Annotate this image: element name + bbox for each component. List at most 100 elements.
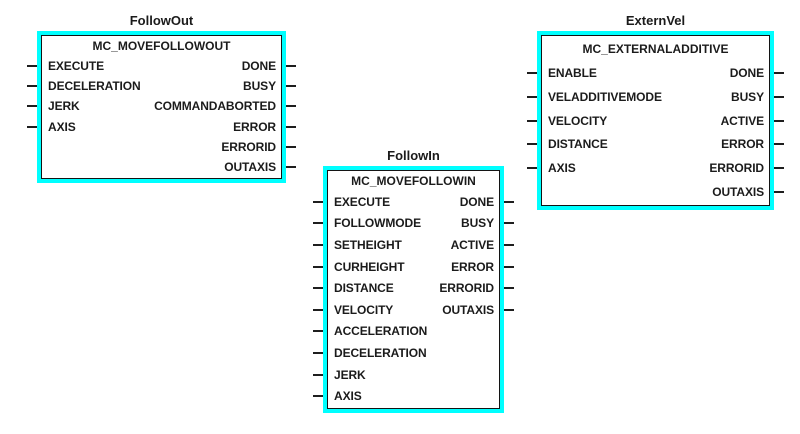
input-label: ENABLE	[548, 65, 597, 80]
input-pin[interactable]	[527, 71, 537, 74]
block-type-name: MC_EXTERNALADDITIVE	[582, 41, 729, 56]
output-pin[interactable]	[286, 125, 296, 128]
input-pin[interactable]	[313, 330, 323, 333]
input-label: DECELERATION	[334, 345, 427, 360]
pin-row: ERRORID	[42, 137, 296, 157]
input-label: SETHEIGHT	[334, 237, 402, 252]
input-pin[interactable]	[313, 243, 323, 246]
output-pin[interactable]	[286, 145, 296, 148]
input-pin[interactable]	[313, 200, 323, 203]
input-pin[interactable]	[527, 167, 537, 170]
pin-row: FOLLOWMODE BUSY	[313, 213, 514, 235]
block-instance-name[interactable]: FollowOut	[129, 13, 194, 28]
input-label: AXIS	[334, 389, 362, 404]
pin-row: OUTAXIS	[542, 180, 784, 204]
output-label: ERROR	[451, 259, 494, 274]
input-pin[interactable]	[27, 85, 37, 88]
output-label: ERRORID	[439, 281, 494, 296]
pin-row: ACCELERATION	[313, 321, 499, 343]
output-label: DONE	[729, 65, 764, 80]
block-body[interactable]: MC_EXTERNALADDITIVE ENABLE DONE VELADDITIV…	[527, 31, 784, 210]
output-pin[interactable]	[504, 287, 514, 290]
output-pin[interactable]	[504, 200, 514, 203]
input-pin[interactable]	[313, 222, 323, 225]
output-label: DONE	[241, 59, 276, 74]
output-label: ERRORID	[221, 139, 276, 154]
input-pin[interactable]	[527, 143, 537, 146]
output-label: ACTIVE	[720, 113, 765, 128]
output-label: OUTAXIS	[224, 159, 276, 174]
input-pin[interactable]	[313, 351, 323, 354]
output-pin[interactable]	[774, 119, 784, 122]
output-pin[interactable]	[286, 165, 296, 168]
input-pin[interactable]	[527, 95, 537, 98]
pin-row: VELADDITIVEMODE BUSY	[527, 85, 784, 109]
input-pin[interactable]	[313, 308, 323, 311]
input-label: VELADDITIVEMODE	[548, 89, 662, 104]
output-pin[interactable]	[774, 191, 784, 194]
output-pin[interactable]	[774, 143, 784, 146]
output-pin[interactable]	[504, 308, 514, 311]
pin-row: ENABLE DONE	[527, 61, 784, 85]
block-pin-rows: ENABLE DONE VELADDITIVEMODE BUSY VELOCITY ACT…	[527, 61, 784, 204]
input-pin[interactable]	[527, 119, 537, 122]
output-label: ERROR	[721, 137, 764, 152]
output-label: ACTIVE	[450, 237, 495, 252]
block-frame: MC_EXTERNALADDITIVE ENABLE DONE VELADDITIV…	[527, 35, 784, 206]
output-label: BUSY	[461, 216, 494, 231]
output-label: ERRORID	[709, 161, 764, 176]
output-pin[interactable]	[504, 265, 514, 268]
input-label: DISTANCE	[548, 137, 608, 152]
function-block-externvel[interactable]: ExternVel MC_EXTERNALADDITIVE ENABLE DONE…	[527, 10, 784, 210]
input-label: JERK	[48, 99, 80, 114]
output-pin[interactable]	[286, 85, 296, 88]
input-pin[interactable]	[27, 125, 37, 128]
output-label: OUTAXIS	[712, 185, 764, 200]
block-instance-name[interactable]: ExternVel	[625, 13, 686, 28]
pin-row: VELOCITY OUTAXIS	[313, 299, 514, 321]
block-instance-name[interactable]: FollowIn	[387, 148, 440, 163]
input-pin[interactable]	[313, 265, 323, 268]
output-pin[interactable]	[286, 65, 296, 68]
input-label: VELOCITY	[334, 302, 394, 317]
pin-row: JERK	[313, 364, 499, 386]
input-pin[interactable]	[313, 287, 323, 290]
output-pin[interactable]	[504, 243, 514, 246]
pin-row: DISTANCE ERROR	[527, 132, 784, 156]
pin-row: DECELERATION	[313, 342, 499, 364]
output-label: BUSY	[731, 89, 764, 104]
output-pin[interactable]	[774, 95, 784, 98]
output-label: OUTAXIS	[442, 302, 494, 317]
input-pin[interactable]	[27, 105, 37, 108]
output-pin[interactable]	[774, 71, 784, 74]
input-label: EXECUTE	[334, 194, 390, 209]
pin-row: AXIS ERRORID	[527, 156, 784, 180]
output-pin[interactable]	[774, 167, 784, 170]
input-label: DISTANCE	[334, 281, 394, 296]
output-label: COMMANDABORTED	[154, 99, 276, 114]
input-pin[interactable]	[27, 65, 37, 68]
input-label: AXIS	[48, 119, 76, 134]
input-pin[interactable]	[313, 373, 323, 376]
output-pin[interactable]	[504, 222, 514, 225]
input-label: JERK	[334, 367, 366, 382]
input-label: FOLLOWMODE	[334, 216, 421, 231]
pin-row: OUTAXIS	[42, 157, 296, 177]
input-label: AXIS	[548, 161, 576, 176]
block-type-name: MC_MOVEFOLLOWOUT	[92, 39, 231, 53]
input-pin[interactable]	[313, 395, 323, 398]
input-label: VELOCITY	[548, 113, 608, 128]
output-pin[interactable]	[286, 105, 296, 108]
block-type-name: MC_MOVEFOLLOWIN	[351, 174, 476, 188]
